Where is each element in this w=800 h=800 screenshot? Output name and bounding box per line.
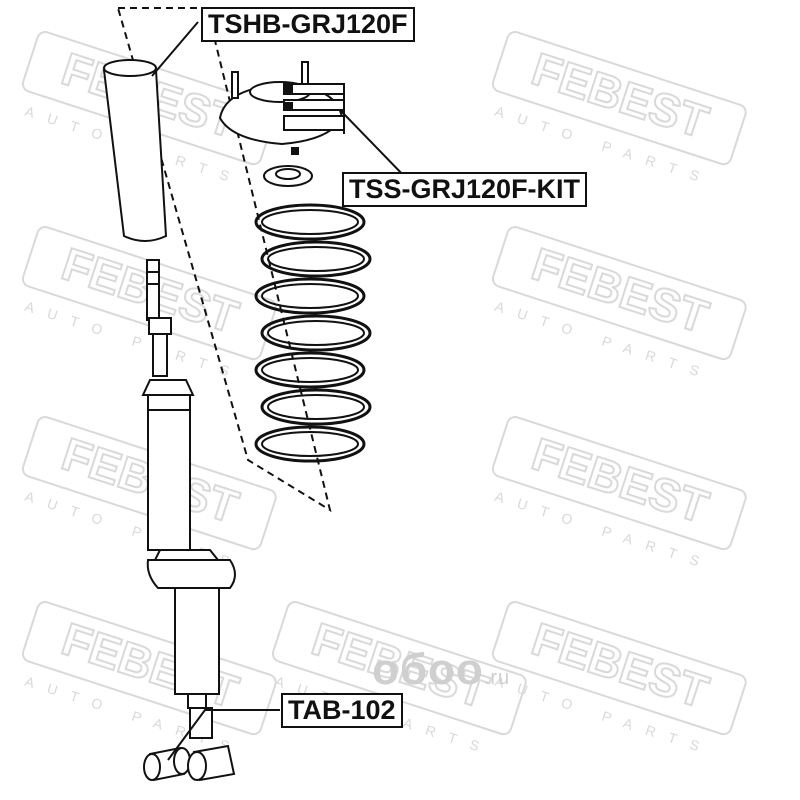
lower-bushings <box>143 744 236 782</box>
spring-coil-inner <box>261 283 359 309</box>
spring-coil-inner <box>267 320 365 346</box>
part-label-bushing: TAB-102 <box>281 693 403 729</box>
spring-coil-inner <box>261 357 359 383</box>
watermark-frame <box>491 226 747 361</box>
spring-coil <box>260 388 372 426</box>
spring-coil <box>260 314 372 352</box>
leader-lines <box>151 21 409 761</box>
spring-coil-inner <box>261 431 359 457</box>
site-watermark-name: обоо <box>372 645 484 694</box>
site-watermark-tld: .ru <box>483 667 511 689</box>
watermark-frame <box>491 31 747 166</box>
spring-coil <box>254 351 366 389</box>
coil-spring <box>254 203 372 463</box>
shock-absorber <box>141 259 236 739</box>
dashed-assembly-outline <box>116 7 332 513</box>
watermark-frame <box>21 601 277 736</box>
part-label-strut-mount-kit: TSS-GRJ120F-KIT <box>342 172 588 208</box>
spring-coil-inner <box>267 246 365 272</box>
spring-seat <box>263 165 313 187</box>
spring-coil <box>254 277 366 315</box>
site-watermark: обоо.ru <box>372 645 510 695</box>
spring-coil <box>254 203 366 241</box>
spring-coil-inner <box>267 394 365 420</box>
spring-coil <box>254 425 366 463</box>
part-label-dust-boot: TSHB-GRJ120F <box>201 7 415 43</box>
spring-coil <box>260 240 372 278</box>
spring-coil-inner <box>261 209 359 235</box>
strut-mount <box>218 61 345 155</box>
watermark-frame <box>491 601 747 736</box>
dust-boot <box>102 59 168 242</box>
watermark-frame <box>491 416 747 551</box>
